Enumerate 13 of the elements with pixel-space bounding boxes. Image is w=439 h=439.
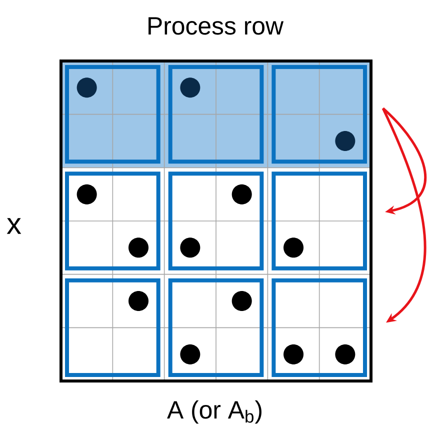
axis-label: x: [6, 218, 22, 234]
block-box: [65, 172, 160, 270]
block-box: [65, 278, 160, 377]
block-box: [168, 278, 264, 377]
curved-arrow: [382, 107, 426, 215]
block-box: [272, 65, 367, 164]
block-box: [65, 65, 160, 164]
axis-label: Process row: [148, 17, 284, 35]
block-box: [272, 172, 367, 270]
block-box: [168, 65, 264, 164]
axis-label: A (or A$_{b}$): [167, 400, 262, 424]
block-box: [272, 278, 367, 377]
block-box: [168, 172, 264, 270]
